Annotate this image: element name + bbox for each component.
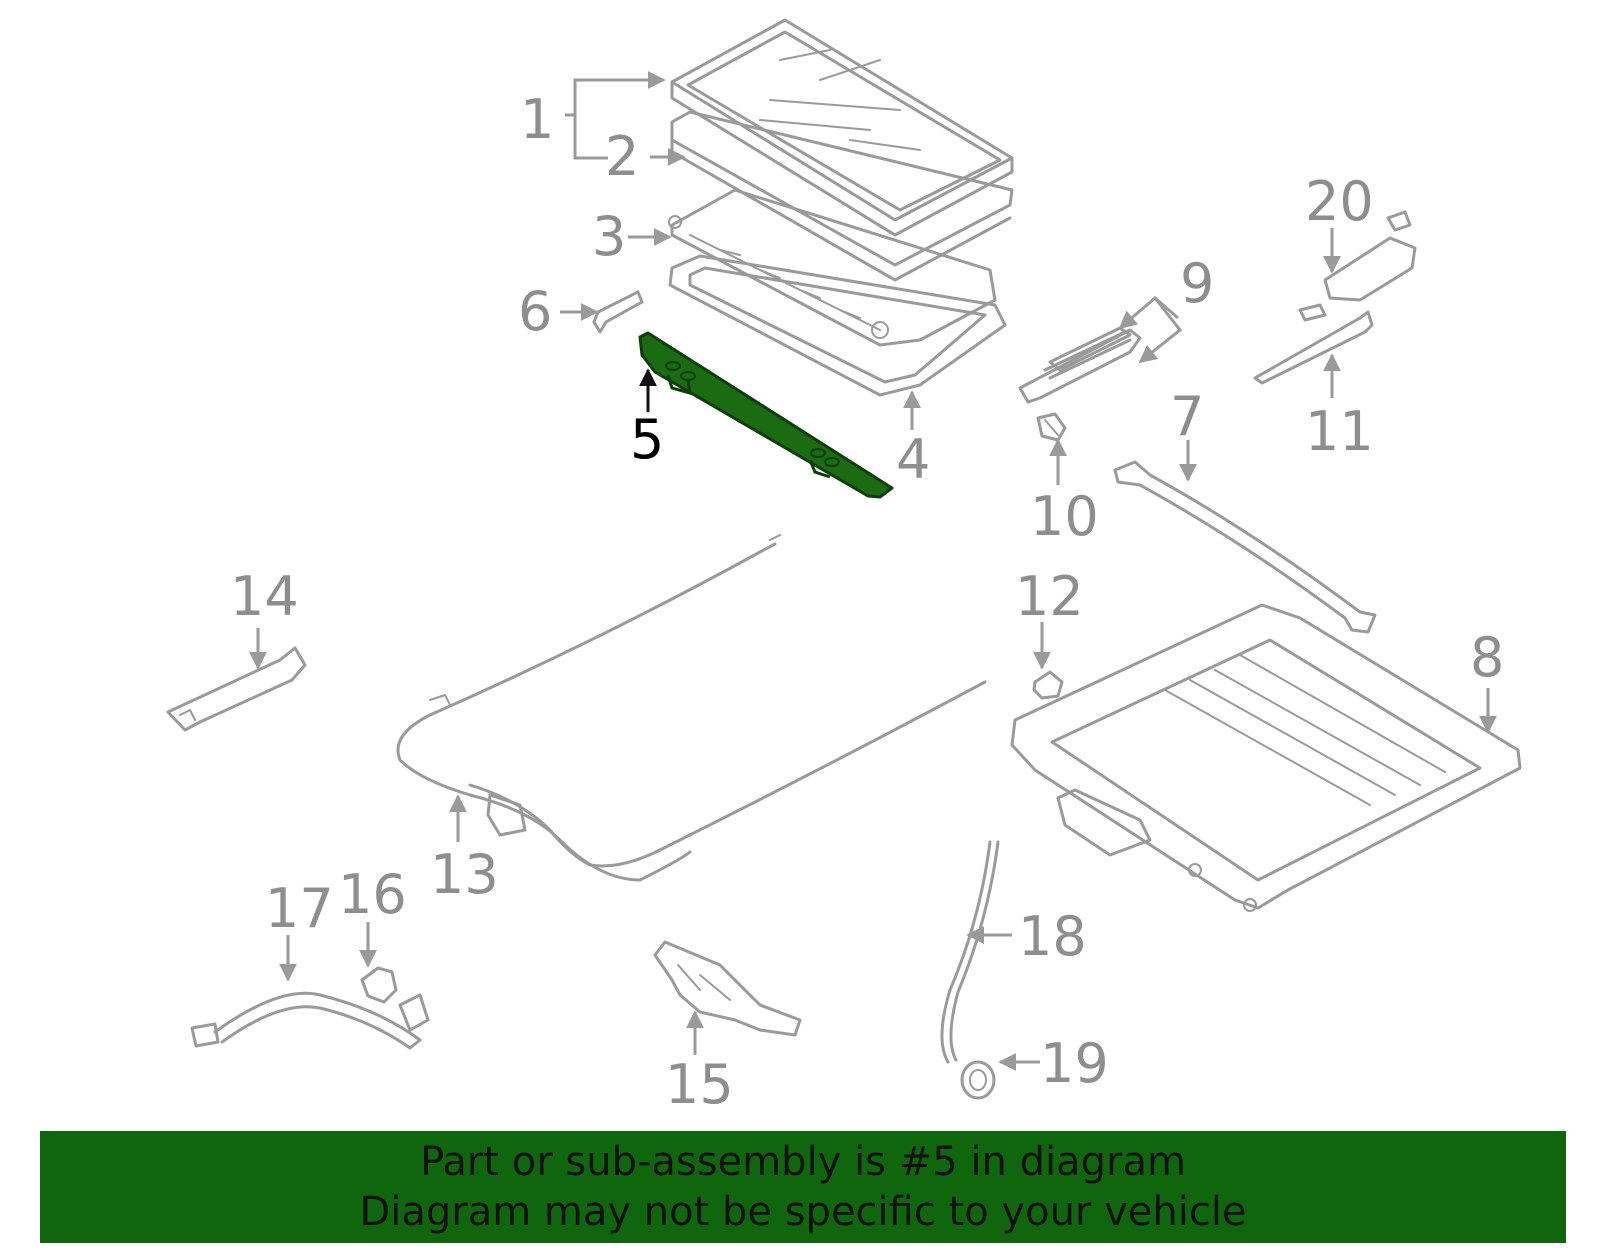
part-3-frame [668, 188, 997, 347]
callout-11: 11 [1305, 400, 1374, 463]
part-19-grommet [960, 1060, 996, 1100]
callout-9: 9 [1180, 252, 1214, 315]
callout-18: 18 [1018, 905, 1087, 968]
info-banner: Part or sub-assembly is #5 in diagram Di… [40, 1131, 1566, 1243]
part-13-drive-cables [396, 534, 987, 882]
part-18-drain-hose [940, 840, 1000, 1064]
part-14-bracket [166, 646, 307, 732]
callout-5: 5 [630, 408, 664, 471]
part-2-glass-seal [670, 110, 1014, 282]
part-6-clip [592, 290, 644, 334]
part-12-fastener [1032, 670, 1064, 700]
part-5-highlighted [638, 331, 894, 499]
part-4-lower-seal [668, 254, 1007, 397]
callout-2: 2 [605, 125, 639, 188]
callout-4: 4 [896, 428, 930, 491]
banner-line-1: Part or sub-assembly is #5 in diagram [420, 1139, 1186, 1185]
callout-17: 17 [265, 877, 334, 940]
callout-1: 1 [520, 88, 554, 151]
part-10-clip [1036, 412, 1067, 442]
callout-7: 7 [1170, 385, 1204, 448]
callout-3: 3 [592, 205, 626, 268]
part-9-brackets [1018, 326, 1142, 404]
part-17-harness [190, 991, 422, 1050]
part-1-glass-panel [670, 18, 1014, 237]
part-16-switch [360, 966, 430, 1032]
part-15-motor [653, 940, 802, 1037]
callout-16: 16 [338, 863, 407, 926]
callout-19: 19 [1040, 1032, 1109, 1095]
banner-line-2: Diagram may not be specific to your vehi… [359, 1189, 1247, 1235]
leader-lines [249, 71, 1497, 1071]
callout-15: 15 [665, 1053, 734, 1116]
part-11-strip [1253, 310, 1374, 385]
callout-numbers: 1 2 3 4 5 6 7 8 9 10 11 12 13 14 15 16 1… [230, 88, 1504, 1116]
part-7-guide-rail [1113, 460, 1377, 634]
part-8-main-frame [1010, 603, 1522, 912]
part-20-sensor [1298, 210, 1417, 322]
callout-12: 12 [1015, 565, 1084, 628]
callout-13: 13 [430, 843, 499, 906]
callout-8: 8 [1470, 626, 1504, 689]
callout-20: 20 [1305, 170, 1374, 233]
callout-10: 10 [1030, 485, 1099, 548]
callout-14: 14 [230, 565, 299, 628]
callout-6: 6 [518, 280, 552, 343]
